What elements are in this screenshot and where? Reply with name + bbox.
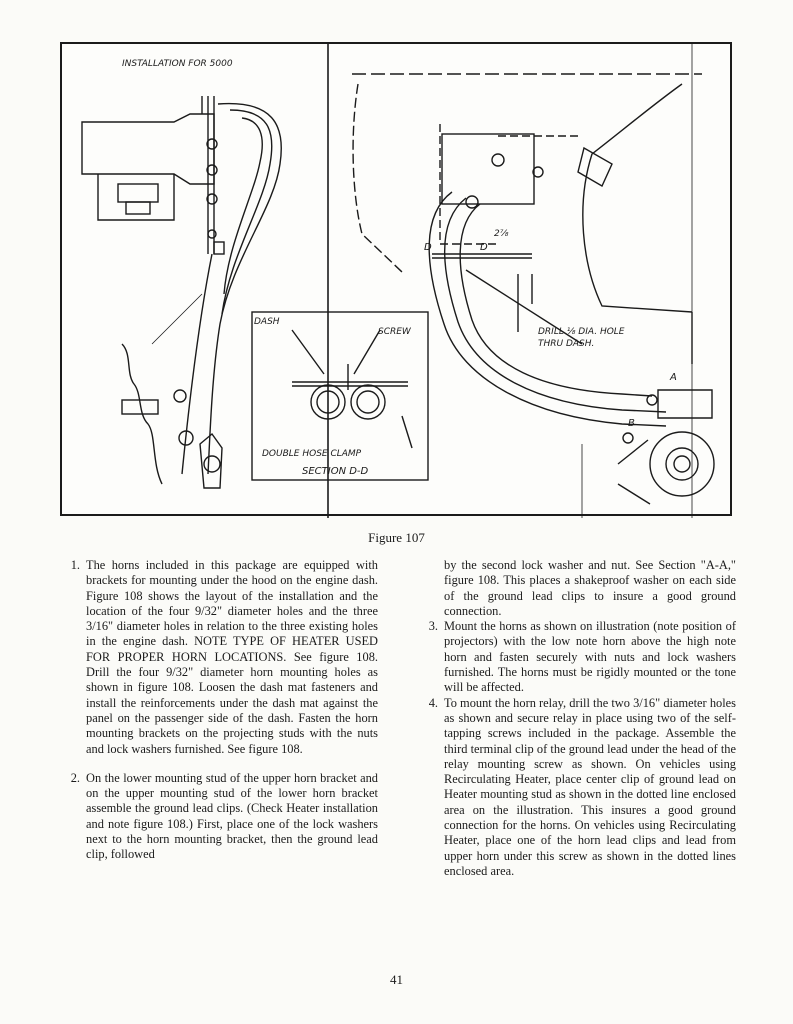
item-number: 1. <box>70 558 80 572</box>
item-number: 2. <box>70 770 80 785</box>
instruction-item-2: 2. On the lower mounting stud of the upp… <box>62 771 378 863</box>
figure-107-illustration: INSTALLATION FOR 5000 DASH SCREW DOUBLE … <box>60 42 732 518</box>
double-hose-clamp-label: DOUBLE HOSE CLAMP <box>262 449 362 459</box>
instruction-item-2-continuation: by the second lock washer and nut. See S… <box>444 558 736 618</box>
instruction-item-1: 1. The horns included in this package ar… <box>62 558 378 757</box>
page-number: 41 <box>390 972 403 987</box>
item-number: 3. <box>428 619 438 634</box>
item-text: On the lower mounting stud of the upper … <box>86 770 378 862</box>
installation-label: INSTALLATION FOR 5000 <box>122 59 233 69</box>
item-text: Mount the horns as shown on illustration… <box>444 619 736 695</box>
section-marker-d-right: D <box>480 242 488 253</box>
drill-label-line-1: DRILL ⅛ DIA. HOLE <box>538 327 625 337</box>
section-marker-b: B <box>628 418 635 429</box>
item-text: The horns included in this package are e… <box>86 558 378 756</box>
instruction-item-4: 4. To mount the horn relay, drill the tw… <box>420 696 736 880</box>
left-column: 1. The horns included in this package ar… <box>62 558 378 877</box>
item-text: To mount the horn relay, drill the two 3… <box>444 695 736 878</box>
instruction-item-3: 3. Mount the horns as shown on illustrat… <box>420 619 736 695</box>
right-column: by the second lock washer and nut. See S… <box>420 558 736 879</box>
dimension-label: 2⅞ <box>494 229 509 239</box>
section-label: SECTION D-D <box>302 466 369 477</box>
item-number: 4. <box>428 695 438 710</box>
figure-caption: Figure 107 <box>368 530 425 545</box>
horn-installation-drawing: INSTALLATION FOR 5000 DASH SCREW DOUBLE … <box>81 44 715 518</box>
screw-label: SCREW <box>378 327 412 337</box>
section-marker-a: A <box>669 372 677 383</box>
section-marker-d-left: D <box>424 242 432 253</box>
dash-label: DASH <box>254 317 280 327</box>
drill-label-line-2: THRU DASH. <box>538 339 594 349</box>
